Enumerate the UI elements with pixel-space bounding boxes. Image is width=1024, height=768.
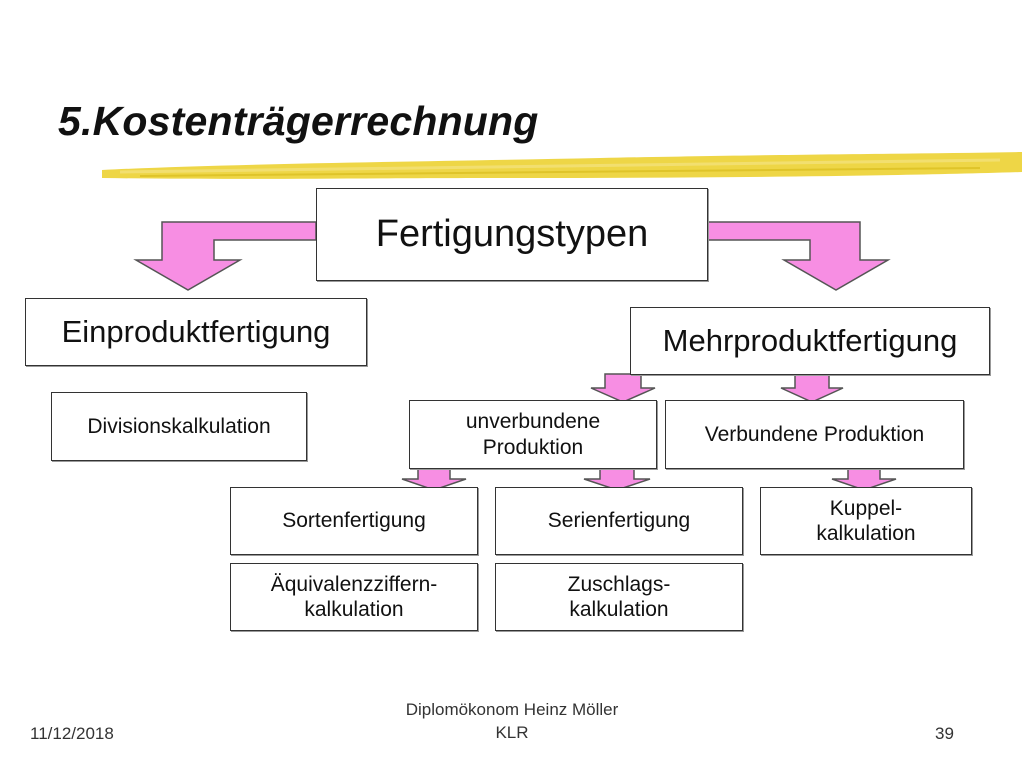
footer-subject: KLR [495, 723, 529, 742]
box-mehrproduktfertigung: Mehrproduktfertigung [630, 307, 990, 375]
box-sortenfertigung: Sortenfertigung [230, 487, 478, 555]
box-kuppelkalkulation: Kuppel- kalkulation [760, 487, 972, 555]
box-einproduktfertigung-label: Einproduktfertigung [61, 314, 331, 350]
box-zuschlagskalkulation: Zuschlags- kalkulation [495, 563, 743, 631]
title-highlight-stroke [102, 152, 1022, 179]
box-fertigungstypen-label: Fertigungstypen [375, 212, 649, 255]
box-aequivalenzziffernkalkulation-label: Äquivalenzziffern- kalkulation [270, 572, 438, 621]
box-unverbundene-produktion-label: unverbundene Produktion [465, 410, 601, 459]
box-verbundene-produktion-label: Verbundene Produktion [704, 422, 925, 446]
box-zuschlagskalkulation-label: Zuschlags- kalkulation [567, 572, 671, 621]
footer-center: Diplomökonom Heinz Möller KLR [362, 698, 662, 744]
footer-author: Diplomökonom Heinz Möller [405, 700, 619, 719]
box-einproduktfertigung: Einproduktfertigung [25, 298, 367, 366]
footer-date: 11/12/2018 [30, 724, 114, 743]
box-kuppelkalkulation-label: Kuppel- kalkulation [816, 496, 916, 545]
slide-title: 5.Kostenträgerrechnung [58, 98, 539, 144]
arrow-to-unverbundene [590, 373, 656, 403]
arrow-to-mehrprodukt [707, 221, 891, 291]
arrow-to-kuppel [831, 468, 897, 491]
box-serienfertigung: Serienfertigung [495, 487, 743, 555]
box-verbundene-produktion: Verbundene Produktion [665, 400, 964, 469]
arrow-to-serien [583, 468, 651, 491]
arrow-to-einprodukt [133, 221, 317, 291]
box-unverbundene-produktion: unverbundene Produktion [409, 400, 657, 469]
box-aequivalenzziffernkalkulation: Äquivalenzziffern- kalkulation [230, 563, 478, 631]
footer-page-number: 39 [935, 724, 954, 743]
box-divisionskalkulation: Divisionskalkulation [51, 392, 307, 461]
box-divisionskalkulation-label: Divisionskalkulation [87, 414, 271, 438]
box-fertigungstypen: Fertigungstypen [316, 188, 708, 281]
box-sortenfertigung-label: Sortenfertigung [282, 509, 426, 533]
arrow-to-verbundene [780, 373, 844, 403]
arrow-to-sorten [401, 468, 467, 491]
box-serienfertigung-label: Serienfertigung [547, 509, 691, 533]
box-mehrproduktfertigung-label: Mehrproduktfertigung [662, 323, 958, 359]
